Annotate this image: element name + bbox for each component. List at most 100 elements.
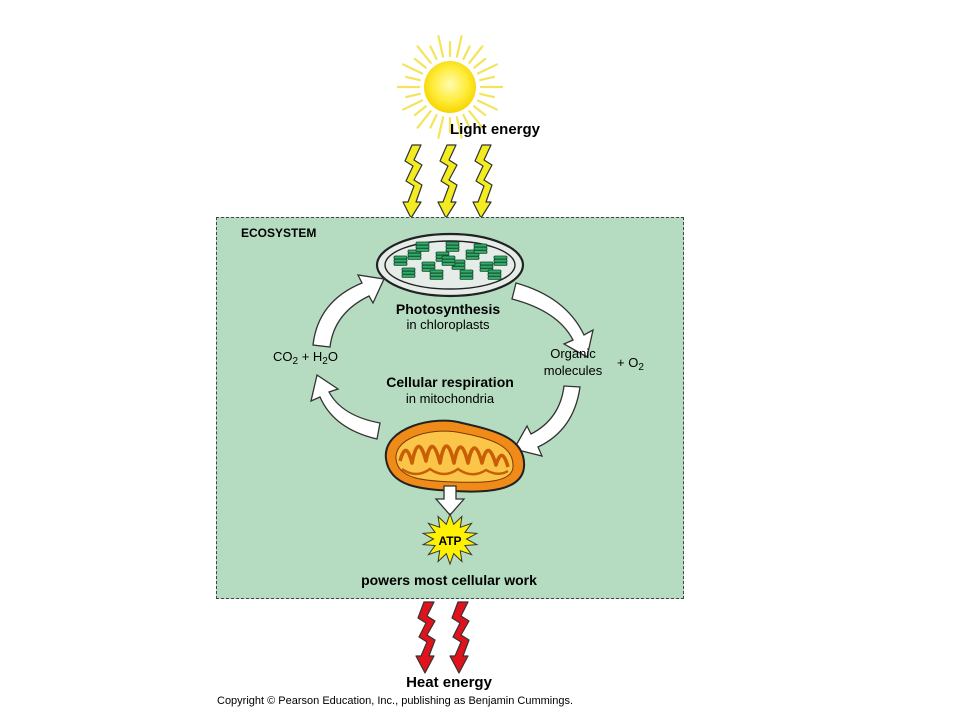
sun-ray [429,113,438,129]
o2-subscript: 2 [638,362,644,373]
granum-disc [441,262,456,266]
sun-ray [429,45,438,61]
cycle-arrow-right-bottom [513,385,581,457]
organic-line-1: Organic [550,346,596,361]
light-energy-label: Light energy [450,121,541,138]
granum-disc [445,247,460,252]
co2-h2o-label: CO2 + H2O [273,349,338,367]
mitochondrion-icon [384,419,526,493]
heat-bolt-icon [449,601,470,674]
sun-ray [476,63,498,75]
sun-ray [437,35,445,58]
cycle-arrow-left-bottom [310,373,381,440]
sun-ray [479,75,495,82]
sun-ray [413,57,427,69]
granum-disc [473,250,488,254]
granum-disc [473,243,488,248]
ecosystem-label: ECOSYSTEM [241,226,317,240]
granum-disc [493,258,508,263]
granum-disc [445,244,460,249]
photosynthesis-title: Photosynthesis [395,301,501,317]
co2-subscript: 2 [292,356,299,367]
sun-ray [405,92,421,99]
granum-disc [493,255,508,260]
granum-disc [421,264,436,269]
granum-disc [445,241,460,246]
granum-disc [429,269,444,274]
granum-disc [393,258,408,263]
granum-disc [479,261,494,266]
granum-disc [401,274,416,278]
granum-disc [451,266,466,270]
granum-disc [441,258,456,263]
sun-ray [468,45,484,64]
granum-disc [459,272,474,277]
heat-energy-bolts [415,601,470,674]
granum-disc [429,276,444,280]
sun-ray [462,113,471,129]
granum-disc [487,269,502,274]
light-bolt-icon [437,144,458,219]
sun-ray [462,45,471,61]
sun-icon [396,35,504,139]
powers-work-label: powers most cellular work [361,572,537,588]
granum-disc [415,244,430,249]
light-energy-bolts [402,144,493,219]
sun-ray [416,45,432,64]
granum-disc [393,255,408,260]
granum-disc [407,256,422,260]
granum-disc [435,251,450,256]
sun-ray [416,110,432,129]
sun-ray [479,92,495,99]
granum-disc [421,261,436,266]
organic-line-2: molecules [543,363,603,378]
granum-disc [401,270,416,275]
cycle-arrow-left-top [312,274,385,348]
sun-ray [468,110,484,129]
o2-prefix: + O [617,355,639,370]
cycle-arrow-right-top [511,282,594,358]
granum-disc [459,269,474,274]
h2o-suffix: O [327,349,338,364]
chloroplast-icon [375,232,525,298]
granum-disc [465,256,480,260]
down-arrow-atp [434,485,466,516]
organic-molecules-label: Organic molecules [544,345,603,379]
granum-disc [429,272,444,277]
sun-ray [413,105,427,117]
respiration-subtitle: in mitochondria [405,391,495,406]
sun-ray [402,99,424,111]
granum-disc [479,264,494,269]
h2o-prefix: + H [301,349,323,364]
granum-disc [459,276,474,280]
co2-prefix: CO [273,349,293,364]
granum-disc [493,262,508,266]
atp-label: ATP [438,534,462,548]
granum-disc [415,247,430,252]
granum-disc [441,255,456,260]
granum-disc [473,246,488,251]
sun-ray [473,105,487,117]
granum-disc [407,252,422,257]
o2-label: + O2 [617,355,644,373]
granum-disc [415,241,430,246]
sun-ray [405,75,421,82]
respiration-title: Cellular respiration [386,374,514,390]
light-bolt-icon [472,144,493,219]
granum-disc [487,272,502,277]
granum-disc [487,276,502,280]
light-bolt-icon [402,144,423,219]
heat-energy-label: Heat energy [406,674,492,691]
copyright-text: Copyright © Pearson Education, Inc., pub… [217,695,574,707]
h2o-subscript: 2 [322,356,328,367]
sun-ray [455,35,463,58]
sun-ray [473,57,487,69]
sun-ray [476,99,498,111]
heat-bolt-icon [415,601,436,674]
sun-ray [437,116,445,139]
sun-ray [455,116,463,139]
granum-disc [401,267,416,272]
atp-burst-icon [421,512,479,566]
cycle-diagram [310,232,594,566]
sun-ray [402,63,424,75]
